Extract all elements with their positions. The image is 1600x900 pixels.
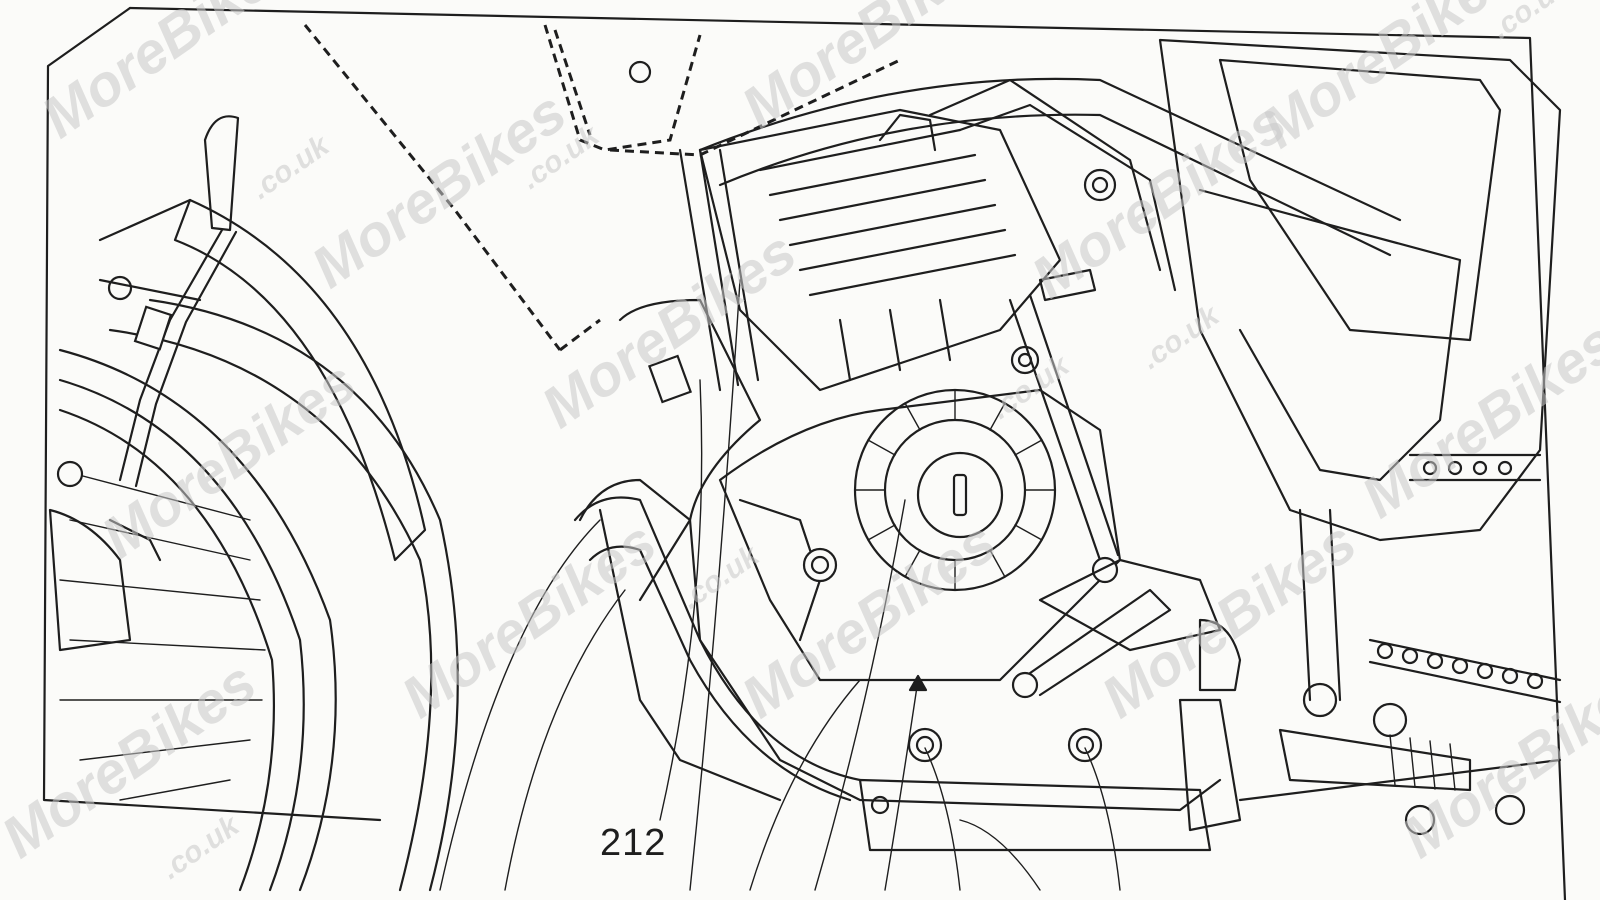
cylinder-head (698, 108, 1062, 392)
watermark: MoreBikes (1250, 0, 1528, 161)
watermark: MoreBikes (30, 0, 308, 151)
frame-tubes (698, 38, 1562, 542)
cable-clamp (647, 148, 760, 404)
crankcase (578, 298, 1222, 812)
leader-lines (439, 279, 1121, 891)
watermark-domain: .co.uk (155, 808, 246, 886)
watermark: MoreBikes (1020, 89, 1298, 310)
watermark: MoreBikes (90, 349, 368, 570)
front-fender (98, 198, 427, 562)
watermark-domain: .co.uk (1135, 298, 1226, 376)
drawing-border (42, 6, 1567, 900)
watermark: MoreBikes (1390, 649, 1600, 870)
watermark: MoreBikes (1090, 509, 1368, 730)
watermark: MoreBikes (530, 219, 808, 440)
drive-chain (1298, 453, 1562, 704)
footrest-bracket (858, 618, 1562, 852)
brake-cable (108, 115, 240, 562)
exhaust-pipe (573, 496, 862, 802)
watermark-domain: .co.uk (245, 128, 336, 206)
watermark: MoreBikes (390, 509, 668, 730)
watermark: MoreBikes (1350, 309, 1600, 530)
stator-cover (853, 388, 1057, 592)
shift-linkage (1008, 268, 1222, 699)
reference-numeral-label: 212 (600, 822, 667, 864)
